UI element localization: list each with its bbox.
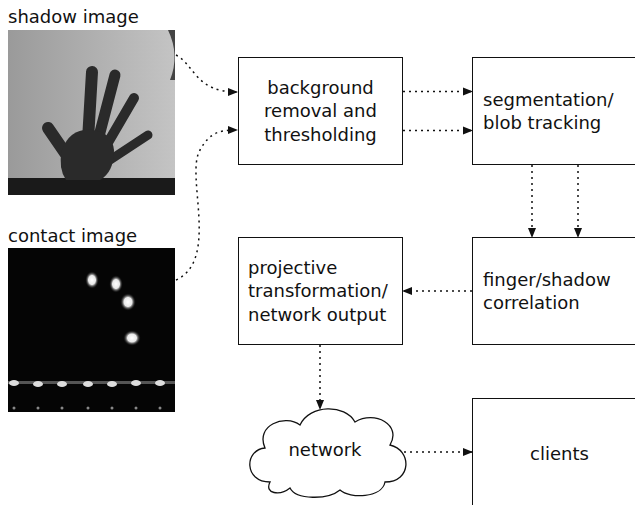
- image-arrow: [176, 130, 237, 280]
- image-caption: shadow image: [8, 6, 139, 28]
- node-text: background removal and thresholding: [247, 76, 394, 146]
- process-box: background removal and thresholding: [238, 57, 403, 165]
- node-text: segmentation/ blob tracking: [483, 88, 635, 135]
- node-text: finger/shadow correlation: [483, 268, 635, 315]
- flow-arrow: [404, 451, 472, 453]
- node-text: network: [248, 438, 402, 461]
- network-cloud: network: [240, 400, 410, 500]
- process-box: finger/shadow correlation: [472, 237, 635, 345]
- node-text: projective transformation/ network outpu…: [248, 256, 393, 326]
- client-box: clients: [472, 398, 635, 505]
- flow-arrow: [531, 165, 533, 237]
- flow-arrow: [403, 91, 472, 93]
- image-caption: contact image: [8, 225, 137, 247]
- flow-arrow: [403, 290, 472, 292]
- process-box: segmentation/ blob tracking: [472, 57, 635, 165]
- shadow-image: [8, 30, 175, 195]
- image-arrow: [176, 55, 237, 92]
- process-box: projective transformation/ network outpu…: [238, 237, 403, 345]
- node-text: clients: [483, 442, 635, 465]
- flow-arrow: [319, 345, 321, 409]
- contact-image: [8, 248, 175, 412]
- flow-arrow: [403, 130, 472, 132]
- flow-arrow: [577, 165, 579, 237]
